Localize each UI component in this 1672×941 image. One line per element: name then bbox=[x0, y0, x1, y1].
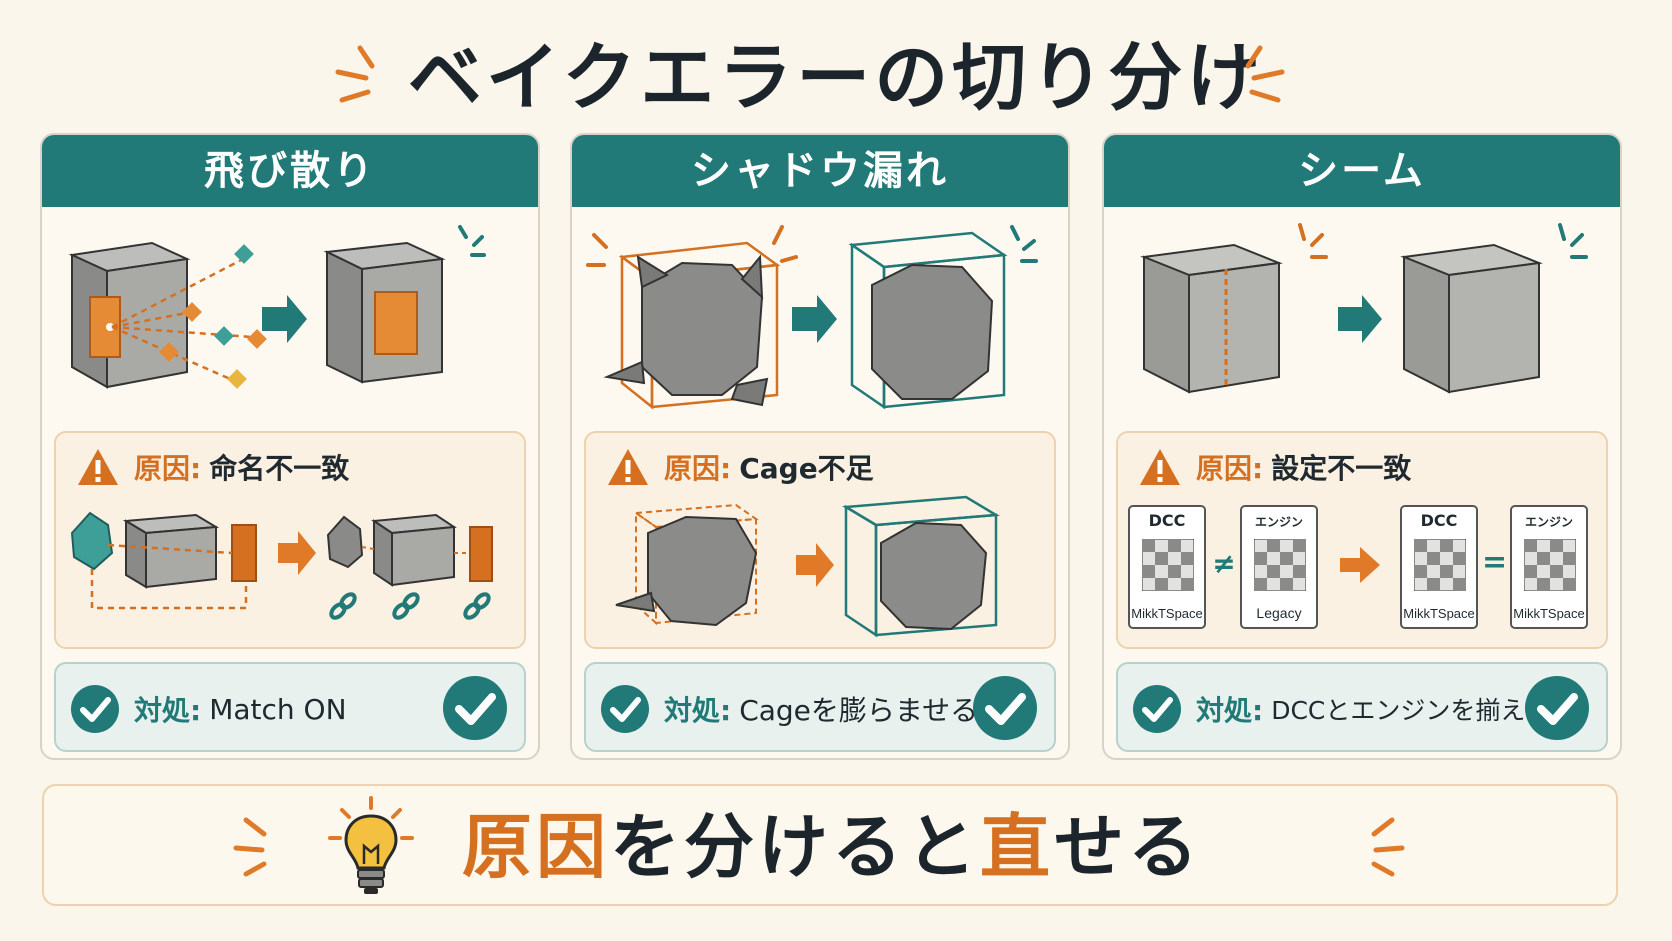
cause-box: 原因: 命名不一致 bbox=[54, 431, 526, 649]
fix-box: 対処: DCCとエンジンを揃える bbox=[1116, 662, 1608, 752]
doc-dcc-2: DCC MikkTSpace bbox=[1400, 505, 1478, 629]
big-check-icon bbox=[973, 676, 1037, 740]
doc-bottom-label: MikkTSpace bbox=[1131, 606, 1203, 621]
check-icon bbox=[601, 685, 649, 733]
bottom-banner: 原因を分けると直せる bbox=[42, 784, 1618, 906]
fix-text: Match ON bbox=[209, 692, 347, 726]
neq-sign: ≠ bbox=[1212, 547, 1236, 580]
naming-mismatch-illustration bbox=[70, 511, 493, 620]
page-title: ベイクエラーの切り分け bbox=[407, 35, 1265, 121]
big-check-icon bbox=[443, 676, 507, 740]
check-icon bbox=[71, 685, 119, 733]
big-check-icon bbox=[1525, 676, 1589, 740]
arrow-right-icon bbox=[1340, 547, 1380, 583]
cause-text: 命名不一致 bbox=[209, 452, 350, 485]
checker-texture-icon bbox=[1414, 539, 1466, 591]
eq-sign: = bbox=[1482, 545, 1508, 580]
checker-texture-icon bbox=[1524, 539, 1576, 591]
title-burst-right-icon bbox=[1245, 45, 1285, 103]
fix-text: Cageを膨らませる bbox=[739, 694, 979, 727]
burst-right-icon bbox=[1371, 817, 1405, 877]
bottom-part-separate: を分けると bbox=[610, 806, 980, 888]
seam-illustration bbox=[1140, 223, 1588, 394]
bottom-part-can: せる bbox=[1054, 806, 1202, 888]
doc-bottom-label: MikkTSpace bbox=[1513, 606, 1585, 621]
checker-texture-icon bbox=[1254, 539, 1306, 591]
warning-icon bbox=[78, 449, 118, 485]
bottom-part-fix: 直 bbox=[980, 806, 1054, 888]
cause-label: 原因: bbox=[664, 452, 732, 485]
panel-header: シーム bbox=[1104, 135, 1620, 207]
doc-top-label: DCC bbox=[1420, 511, 1458, 530]
fix-label: 対処: bbox=[1196, 694, 1264, 727]
cause-text: Cage不足 bbox=[739, 452, 874, 485]
doc-engine-1: エンジン Legacy bbox=[1240, 505, 1318, 629]
fix-label: 対処: bbox=[664, 694, 732, 727]
cause-box: 原因: Cage不足 bbox=[584, 431, 1056, 649]
panel-seam: シーム 原因: 設定不一致 bbox=[1102, 133, 1622, 760]
doc-engine-2: エンジン MikkTSpace bbox=[1510, 505, 1588, 629]
cause-box: 原因: 設定不一致 DCC MikkTSpace ≠ エンジン bbox=[1116, 431, 1608, 649]
panel-header: 飛び散り bbox=[42, 135, 538, 207]
doc-bottom-label: MikkTSpace bbox=[1403, 606, 1475, 621]
doc-top-label: エンジン bbox=[1524, 515, 1573, 529]
panel-header: シャドウ漏れ bbox=[572, 135, 1068, 207]
doc-top-label: エンジン bbox=[1254, 515, 1303, 529]
lightbulb-icon bbox=[328, 796, 414, 894]
doc-bottom-label: Legacy bbox=[1256, 605, 1302, 621]
cage-illustration bbox=[615, 495, 1000, 638]
cause-label: 原因: bbox=[1196, 452, 1264, 485]
panel-scatter: 飛び散り bbox=[40, 133, 540, 760]
doc-top-label: DCC bbox=[1148, 511, 1186, 530]
warning-icon bbox=[608, 449, 648, 485]
check-icon bbox=[1133, 685, 1181, 733]
panel-shadow-leak: シャドウ漏れ bbox=[570, 133, 1070, 760]
fix-text: DCCとエンジンを揃える bbox=[1271, 696, 1550, 725]
fix-box: 対処: Match ON bbox=[54, 662, 526, 752]
checker-texture-icon bbox=[1142, 539, 1194, 591]
bottom-message: 原因を分けると直せる bbox=[44, 786, 1620, 908]
bottom-part-cause: 原因 bbox=[462, 806, 610, 888]
burst-left-icon bbox=[233, 817, 267, 877]
fix-box: 対処: Cageを膨らませる bbox=[584, 662, 1056, 752]
warning-icon bbox=[1140, 449, 1180, 485]
cause-text: 設定不一致 bbox=[1271, 452, 1412, 485]
fix-label: 対処: bbox=[134, 694, 202, 727]
title-burst-left-icon bbox=[335, 45, 375, 103]
doc-dcc-1: DCC MikkTSpace bbox=[1128, 505, 1206, 629]
shadow-leak-illustration bbox=[586, 225, 1038, 410]
cause-label: 原因: bbox=[134, 452, 202, 485]
